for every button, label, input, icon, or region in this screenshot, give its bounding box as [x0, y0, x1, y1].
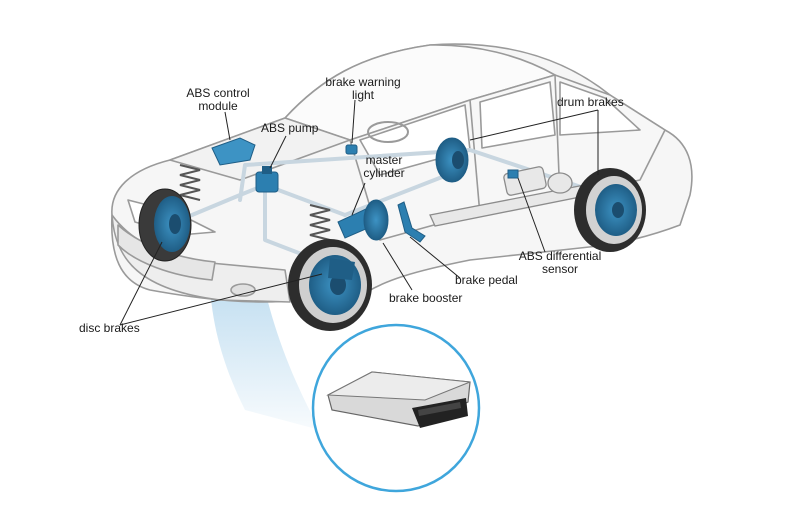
label-abs-pump: ABS pump [261, 121, 319, 135]
label-disc-brakes: disc brakes [79, 321, 140, 335]
label-master-cylinder: master cylinder [356, 154, 412, 180]
label-master-cylinder-line2: cylinder [363, 166, 405, 180]
label-abs-control-module-line1: ABS control [186, 86, 250, 100]
label-brake-booster: brake booster [389, 291, 463, 305]
abs-control-module [211, 137, 256, 166]
front-springs [179, 164, 331, 241]
rear-right-drum-brake [574, 168, 646, 252]
label-abs-differential-sensor-line2: sensor [541, 262, 579, 276]
brake-pedal [397, 201, 426, 243]
front-right-wheel [288, 239, 372, 331]
steering-wheel [367, 121, 409, 143]
brake-warning-light [345, 144, 358, 155]
leader-lines [119, 99, 599, 326]
abs-differential-sensor [507, 169, 519, 179]
driveshaft [429, 166, 606, 227]
brake-booster [363, 199, 389, 241]
abs-module-callout [311, 323, 481, 493]
front-left-disc-brake [138, 188, 192, 262]
label-master-cylinder-line1: master [365, 153, 403, 167]
abs-pump [255, 166, 279, 193]
label-abs-differential-sensor-line1: ABS differential [518, 249, 602, 263]
label-abs-control-module-line2: module [198, 99, 238, 113]
car-body [110, 43, 693, 303]
label-brake-warning-light-line1: brake warning [325, 75, 401, 89]
label-brake-pedal: brake pedal [455, 273, 518, 287]
rear-left-drum-brake [435, 137, 469, 183]
label-brake-warning-light-line2: light [351, 88, 374, 102]
label-brake-warning-light: brake warning light [318, 76, 408, 102]
label-drum-brakes: drum brakes [557, 95, 624, 109]
label-abs-control-module: ABS control module [178, 87, 258, 113]
label-abs-differential-sensor: ABS differential sensor [512, 250, 608, 276]
